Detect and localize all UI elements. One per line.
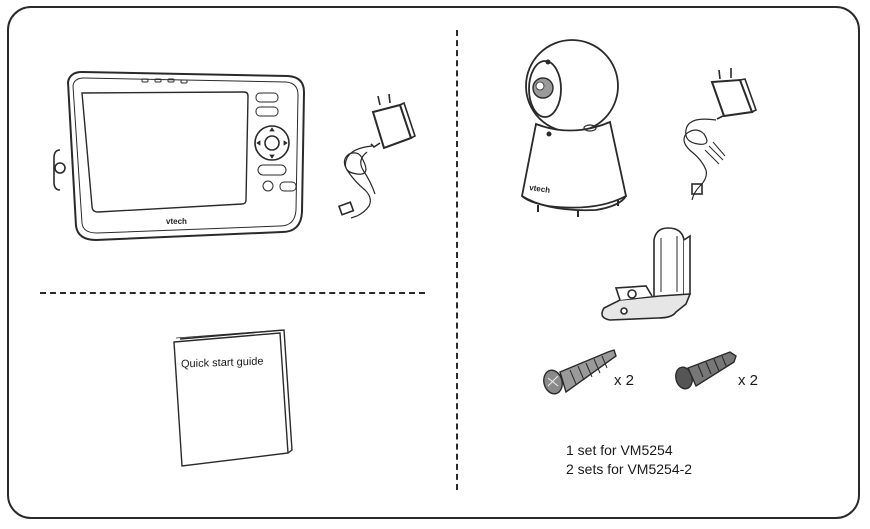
set-note-double: 2 sets for VM5254-2 xyxy=(566,461,693,477)
monitor-power-adapter-illustration xyxy=(337,93,416,219)
parent-unit-illustration xyxy=(53,70,306,242)
vertical-divider xyxy=(456,30,458,490)
monitor-brand-logo: vtech xyxy=(166,217,187,226)
baby-unit-camera-illustration xyxy=(521,39,628,217)
mounting-screw-illustration xyxy=(543,349,617,395)
camera-brand-logo: vtech xyxy=(529,183,551,195)
wall-anchor-illustration xyxy=(675,351,737,390)
set-note-single: 1 set for VM5254 xyxy=(566,442,673,458)
wall-mount-bracket-illustration xyxy=(601,227,692,321)
anchor-quantity: x 2 xyxy=(738,372,759,389)
package-contents-frame xyxy=(7,6,860,519)
screw-quantity: x 2 xyxy=(614,372,635,389)
quick-start-booklet-illustration xyxy=(173,329,293,467)
camera-power-adapter-illustration xyxy=(683,68,757,201)
horizontal-divider xyxy=(40,292,425,294)
